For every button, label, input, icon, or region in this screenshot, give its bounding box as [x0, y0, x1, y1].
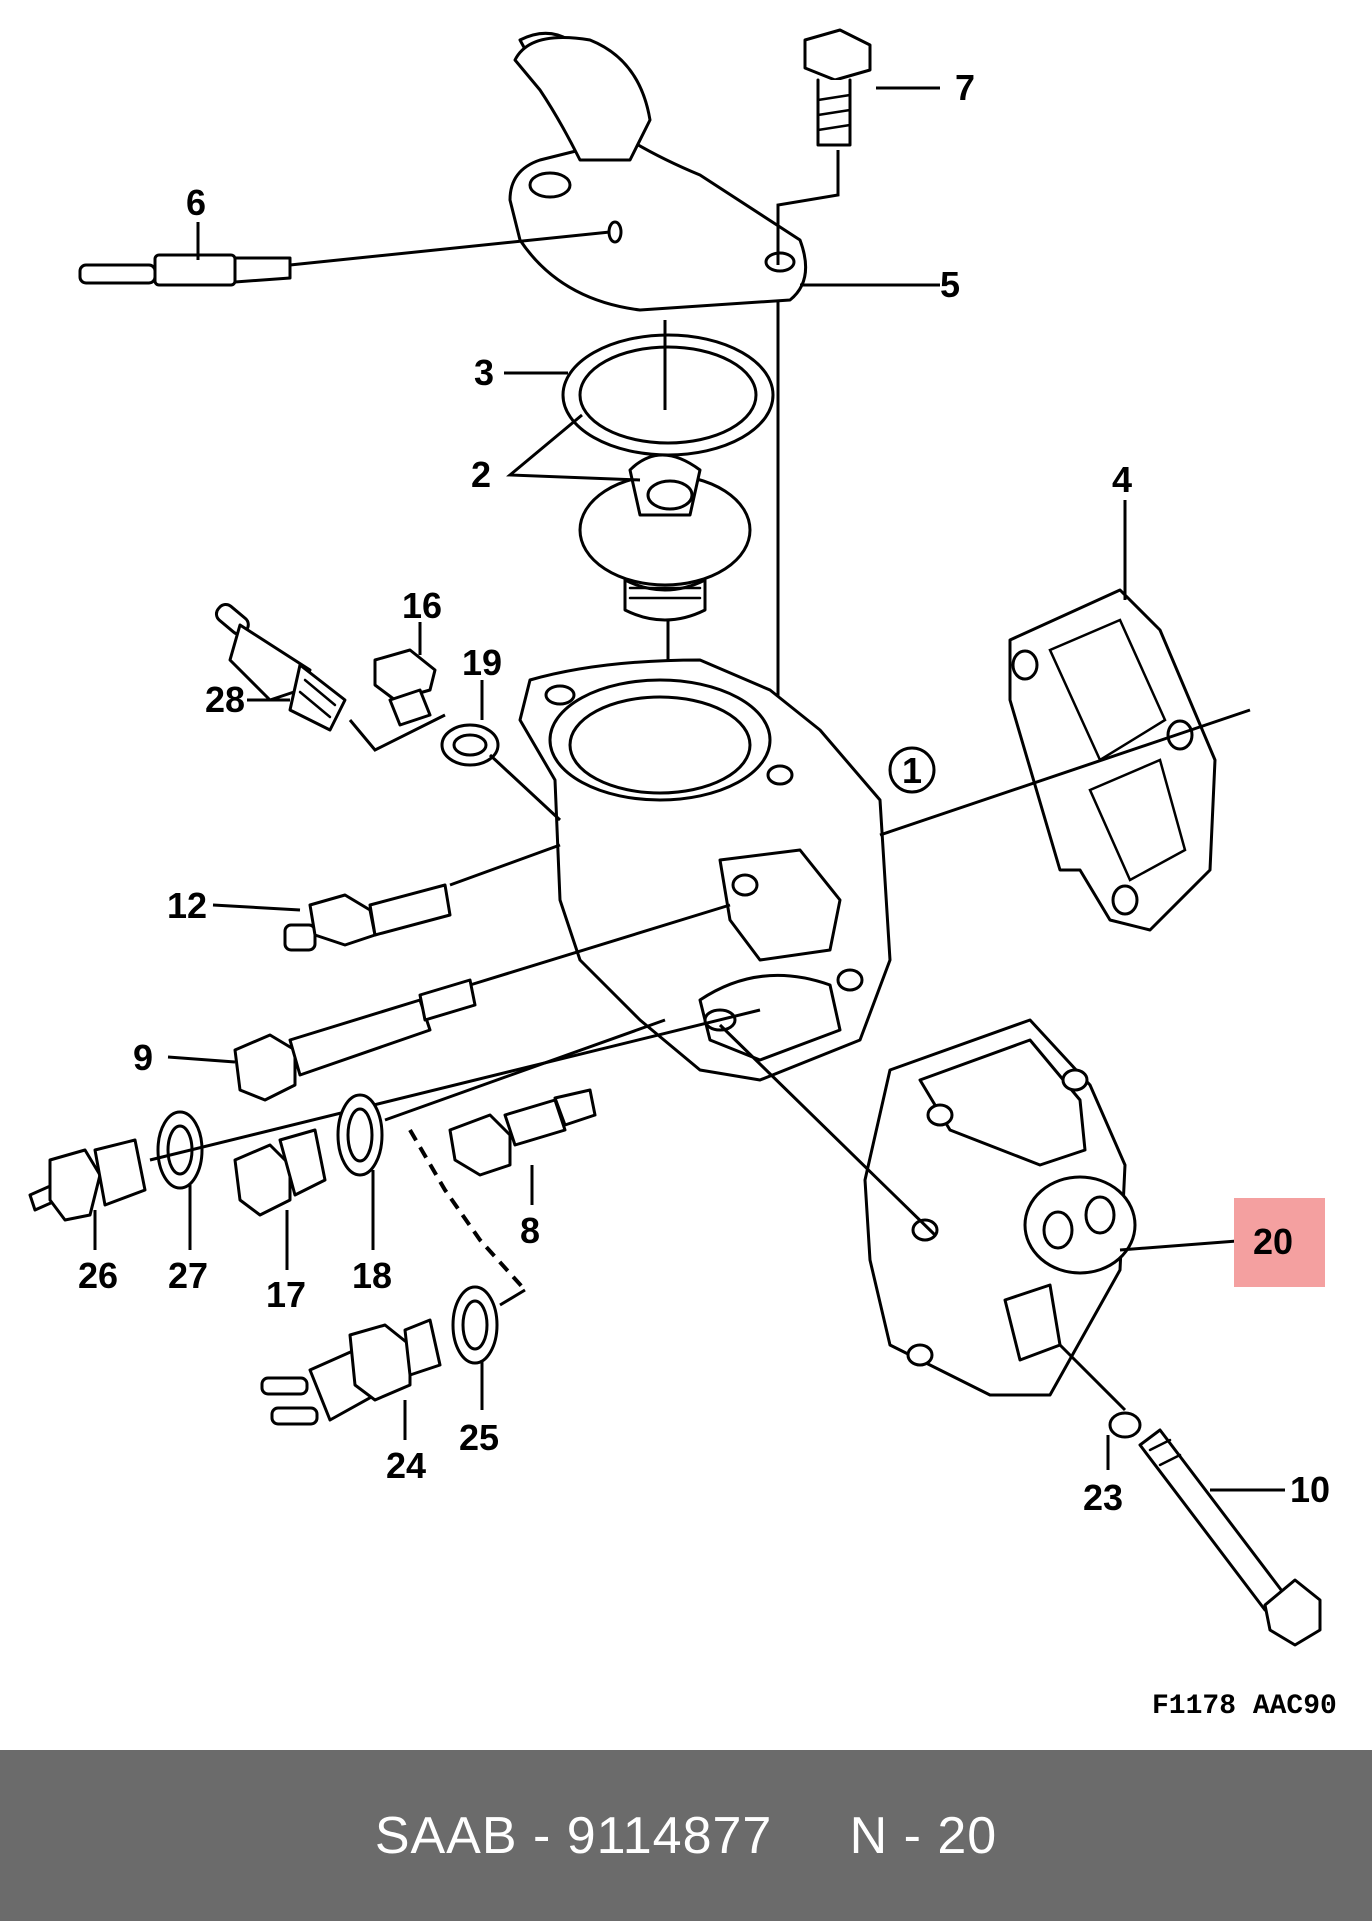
- callout-28: 28: [205, 679, 245, 720]
- washer-18-part: [336, 1093, 384, 1177]
- footer-bar: SAAB - 9114877 N - 20: [0, 1750, 1372, 1921]
- leader-9: [167, 1055, 236, 1064]
- callout-8: 8: [520, 1210, 540, 1251]
- callout-2: 2: [471, 454, 491, 495]
- callout-24: 24: [386, 1445, 426, 1486]
- leader-2: [506, 413, 641, 482]
- callout-17: 17: [266, 1274, 306, 1315]
- plug-17-part: [233, 1128, 327, 1217]
- callout-10: 10: [1290, 1469, 1330, 1510]
- washer-25-part: [451, 1285, 499, 1365]
- footer-part-number: SAAB - 9114877 N - 20: [374, 1806, 998, 1865]
- leader-12: [212, 903, 301, 912]
- plug-28-part: [214, 602, 347, 732]
- callout-26: 26: [78, 1255, 118, 1296]
- callout-3: 3: [474, 352, 494, 393]
- bolt-8-part: [448, 1088, 597, 1177]
- callout-23: 23: [1083, 1477, 1123, 1518]
- leader-20: [1119, 1238, 1251, 1252]
- exploded-parts-diagram: 7 6 5 3 2 4 1 16 19 28 12 9 8 26 27 17 1…: [28, 28, 1337, 1722]
- adapter-20-part: [863, 1018, 1137, 1397]
- thermostat-housing-part: [518, 658, 892, 1082]
- gasket-4-part: [1008, 588, 1217, 932]
- callout-7: 7: [955, 67, 975, 108]
- washer-19-part: [440, 723, 500, 767]
- stud-6-part: [78, 230, 611, 287]
- callout-19: 19: [462, 642, 502, 683]
- callout-25: 25: [459, 1417, 499, 1458]
- sensor-12-part: [283, 883, 452, 952]
- callout-4: 4: [1112, 459, 1132, 500]
- callout-16: 16: [402, 585, 442, 626]
- bolt-9-part: [233, 978, 477, 1102]
- bolt-10-part: [1138, 1428, 1322, 1647]
- callout-circle-1: [888, 746, 936, 794]
- sender-24-part: [260, 1318, 442, 1426]
- washer-23-part: [1108, 1411, 1142, 1439]
- drawing-code: F1178 AAC90: [1152, 1691, 1337, 1722]
- callout-27: 27: [168, 1255, 208, 1296]
- seal-ring-3-part: [561, 333, 775, 457]
- thermostat-2-part: [578, 453, 752, 622]
- highlight-box: [1234, 1198, 1325, 1287]
- callout-9: 9: [133, 1037, 153, 1078]
- callout-6: 6: [186, 182, 206, 223]
- plug-26-part: [28, 1138, 147, 1222]
- thermostat-cover-part: [508, 31, 808, 312]
- callout-12: 12: [167, 885, 207, 926]
- plug-16-part: [373, 648, 437, 727]
- bolt-7-part: [776, 28, 872, 265]
- callout-20: 20: [1253, 1221, 1293, 1262]
- callout-18: 18: [352, 1255, 392, 1296]
- callout-5: 5: [940, 264, 960, 305]
- callout-1: 1: [902, 750, 922, 791]
